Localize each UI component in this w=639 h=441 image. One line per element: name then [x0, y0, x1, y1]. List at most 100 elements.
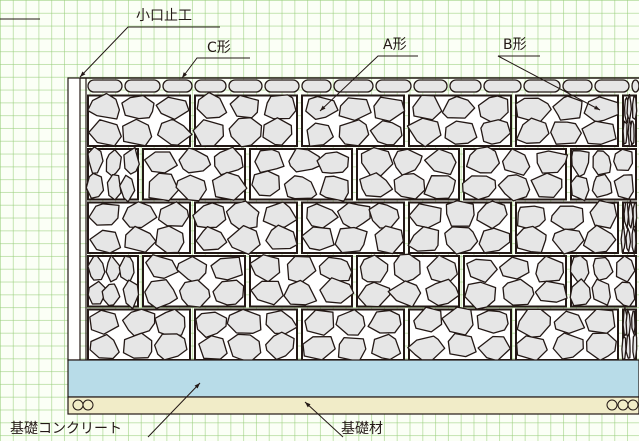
stone — [501, 148, 531, 176]
stone — [393, 253, 421, 283]
base-material — [67, 396, 639, 415]
cap-stone — [194, 79, 227, 93]
stone — [423, 175, 457, 200]
cap-stone — [124, 79, 161, 93]
stone — [148, 172, 180, 202]
stone — [105, 149, 122, 177]
stone — [592, 150, 612, 176]
stone — [87, 92, 121, 120]
stone — [550, 205, 585, 231]
stone — [288, 147, 321, 173]
stone — [515, 117, 550, 144]
stone — [155, 96, 190, 121]
stone — [369, 120, 403, 146]
leader-c-type — [181, 57, 250, 79]
stone — [225, 200, 260, 231]
stone — [338, 119, 370, 147]
stone — [571, 150, 590, 178]
gravel-mark — [627, 399, 639, 411]
stone — [192, 202, 227, 229]
stone — [367, 309, 402, 334]
stone — [620, 225, 626, 254]
leader-c-type-arrowhead — [182, 72, 188, 78]
leader-kiso-concrete — [147, 382, 201, 438]
stone — [629, 120, 635, 145]
stone — [319, 175, 349, 202]
stone — [122, 332, 153, 359]
leader-koguchi-arrowhead — [80, 71, 86, 77]
stone — [212, 279, 245, 306]
stone — [631, 226, 637, 255]
cap-stone — [594, 79, 630, 93]
stone — [251, 170, 281, 197]
stone — [581, 120, 617, 145]
stone — [155, 225, 185, 254]
stone — [585, 332, 617, 361]
stone — [88, 119, 122, 147]
cap-stone — [413, 79, 448, 93]
stone — [198, 335, 228, 360]
stone — [106, 173, 122, 201]
stone — [516, 308, 552, 338]
cap-stone — [162, 79, 193, 93]
stone — [87, 255, 106, 281]
stone — [478, 227, 511, 254]
stone — [105, 254, 122, 283]
stone — [263, 94, 297, 120]
stone — [87, 146, 104, 174]
stone — [387, 280, 422, 308]
stone — [423, 148, 457, 176]
stone — [250, 280, 284, 306]
stone — [622, 120, 628, 145]
stone — [631, 310, 636, 335]
stone — [632, 332, 638, 363]
stone — [359, 172, 394, 198]
stone — [335, 309, 366, 336]
stone — [89, 309, 120, 335]
leader-kiso-material-arrowhead — [305, 402, 311, 408]
stone — [498, 256, 530, 280]
stone — [283, 175, 318, 200]
stone — [621, 336, 627, 361]
cap-stone — [228, 79, 263, 93]
stone — [265, 224, 298, 250]
label-c-type: C形 — [207, 40, 231, 56]
stone — [88, 203, 120, 226]
cap-stone — [562, 79, 593, 93]
leader-kiso-material — [304, 401, 344, 438]
stone — [441, 95, 476, 119]
stone — [265, 331, 295, 361]
stone — [553, 310, 586, 335]
stone — [515, 225, 547, 254]
stone — [625, 333, 631, 359]
stone — [122, 201, 158, 229]
stone — [412, 94, 443, 121]
stone — [406, 117, 442, 148]
stone — [306, 122, 334, 147]
stone — [156, 118, 193, 146]
stone — [283, 279, 318, 306]
cap-stone — [483, 79, 522, 93]
stone — [101, 283, 121, 307]
stone — [211, 171, 248, 201]
stone — [627, 200, 634, 229]
stone — [89, 229, 122, 254]
stone — [613, 174, 634, 200]
stone — [502, 278, 535, 306]
stone — [444, 120, 478, 145]
stone — [407, 226, 440, 252]
stone — [123, 146, 140, 175]
stone — [143, 151, 178, 174]
stone — [178, 279, 211, 308]
stone — [497, 174, 531, 202]
stone — [447, 332, 477, 358]
stone — [153, 333, 188, 361]
cap-stone — [333, 79, 374, 93]
stone — [480, 119, 512, 145]
stone — [393, 172, 426, 200]
stone — [262, 117, 293, 146]
stone — [464, 281, 497, 310]
stone — [550, 121, 582, 145]
label-b-type: B形 — [503, 37, 527, 53]
